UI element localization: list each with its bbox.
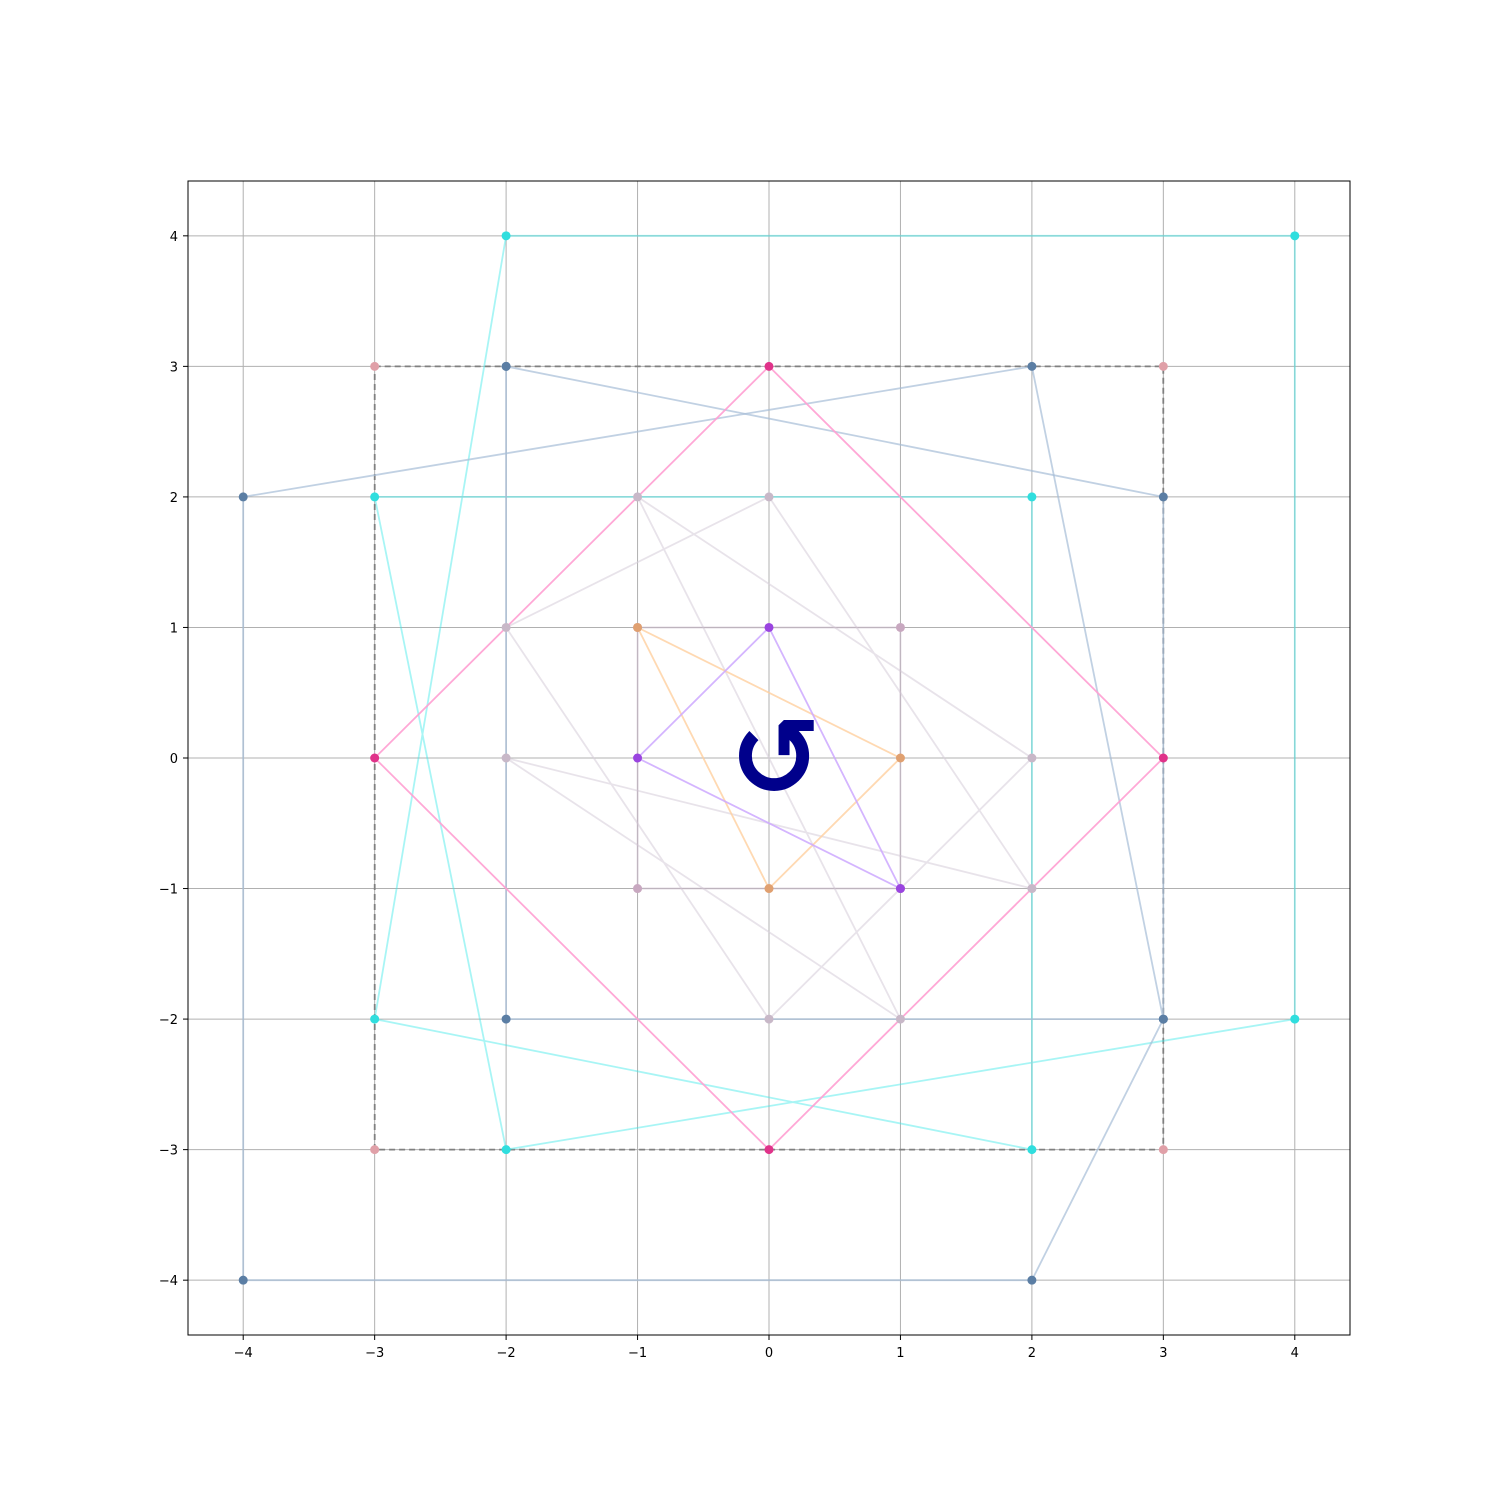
pink-diamond-point [370,753,380,763]
plot-markers [238,231,1300,1285]
lavender-loop-point [895,1014,905,1024]
mauve-square-point [633,884,643,894]
lavender-loop-point [633,492,643,502]
lavender-loop-point [501,622,511,632]
peach-triangle-point [633,622,643,632]
steelblue-loop-2-point [1158,1014,1168,1024]
y-tick-label: −3 [159,1144,178,1159]
cyan-loop-point [1290,1014,1300,1024]
x-tick-label: 3 [1159,1346,1167,1361]
steelblue-loop-point [501,361,511,371]
x-tick-label: −3 [365,1346,384,1361]
steelblue-loop-2-line [242,365,1165,1282]
y-tick-label: 2 [170,491,178,506]
dashed-square-point [370,361,380,371]
dashed-square-point [1158,361,1168,371]
purple-triangle-point [633,753,643,763]
cyan-loop-point [501,231,511,241]
peach-triangle-point [764,884,774,894]
pink-diamond-point [1158,753,1168,763]
x-tick-label: −4 [234,1346,253,1361]
peach-triangle-line [635,625,902,891]
steelblue-loop-2-point [238,492,248,502]
x-tick-label: 0 [765,1346,773,1361]
steelblue-loop-2-point [238,1275,248,1285]
steelblue-loop-point [501,1014,511,1024]
cyan-loop-point [501,1145,511,1155]
tick-labels: −4 −3 −2 −1 0 1 2 3 4 −4 −3 −2 −1 0 1 2 3 4 [159,230,1299,1361]
cyan-loop-point [1027,1145,1037,1155]
x-tick-label: −1 [628,1346,647,1361]
steelblue-loop-2-point [1027,1275,1037,1285]
pink-diamond-point [764,361,774,371]
peach-triangle-point [895,753,905,763]
y-tick-label: −2 [159,1013,178,1028]
lavender-loop-point [764,492,774,502]
y-tick-label: −1 [159,883,178,898]
y-tick-label: 0 [170,752,178,767]
lavender-loop-point [1027,884,1037,894]
purple-triangle-point [764,622,774,632]
cyan-loop-point [1027,492,1037,502]
steelblue-loop-point [1158,492,1168,502]
y-tick-label: 1 [170,621,178,636]
x-tick-label: −2 [497,1346,516,1361]
cyan-loop-point [370,1014,380,1024]
y-tick-label: 3 [170,360,178,375]
x-tick-label: 1 [896,1346,904,1361]
dashed-square-point [370,1145,380,1155]
x-tick-label: 2 [1028,1346,1036,1361]
dashed-square-point [1158,1145,1168,1155]
lavender-loop-point [501,753,511,763]
purple-triangle-line [636,625,903,891]
x-tick-label: 4 [1291,1346,1299,1361]
y-tick-label: −4 [159,1274,178,1289]
y-tick-label: 4 [170,230,178,245]
mauve-square-point [895,622,905,632]
rotate-ccw-icon: ↺ [729,694,821,822]
cyan-loop-point [370,492,380,502]
steelblue-loop-2-point [1027,361,1037,371]
pink-diamond-point [764,1145,774,1155]
lavender-loop-point [1027,753,1037,763]
cyan-loop-point [1290,231,1300,241]
lavender-loop-point [764,1014,774,1024]
purple-triangle-point [895,884,905,894]
